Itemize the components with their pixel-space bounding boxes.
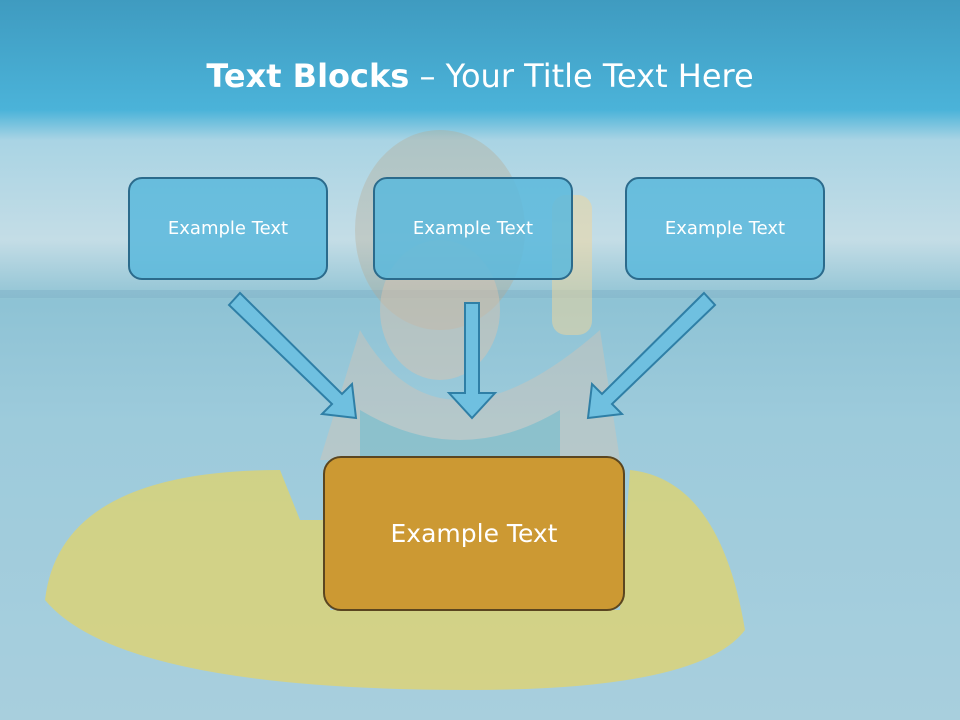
text-box-left[interactable]: Example Text <box>128 177 328 280</box>
title-rest: – Your Title Text Here <box>409 57 754 95</box>
main-text-box-label: Example Text <box>390 519 558 548</box>
slide-title: Text Blocks – Your Title Text Here <box>0 52 960 100</box>
text-box-center[interactable]: Example Text <box>373 177 573 280</box>
main-text-box[interactable]: Example Text <box>323 456 625 611</box>
title-bold: Text Blocks <box>206 57 410 95</box>
arrow-middle <box>446 302 498 420</box>
text-box-right-label: Example Text <box>664 218 786 239</box>
text-box-right[interactable]: Example Text <box>625 177 825 280</box>
arrow-right <box>586 291 717 420</box>
text-box-center-label: Example Text <box>412 218 534 239</box>
text-box-left-label: Example Text <box>167 218 289 239</box>
arrow-left <box>227 291 358 420</box>
